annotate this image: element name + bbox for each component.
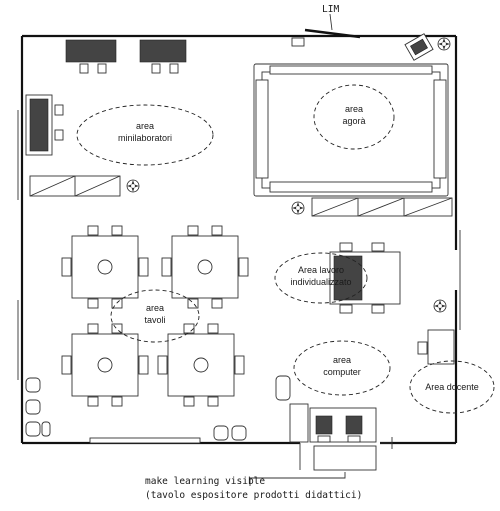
armchair [404, 33, 434, 61]
zone-lavoro-line1: Area lavoro [298, 265, 344, 275]
zone-tavoli-line2: tavoli [144, 315, 165, 325]
individual-work-desk [329, 242, 401, 314]
zone-docente: Area docente [409, 360, 495, 414]
zone-computer-line1: area [333, 355, 351, 365]
agora-seating [253, 63, 449, 197]
bins-left [25, 377, 51, 437]
shelves-left [29, 175, 140, 197]
zone-tavoli-line1: area [146, 303, 164, 313]
table-group-4 [157, 323, 245, 407]
make-visible-line2: (tavolo espositore prodotti didattici) [145, 490, 362, 501]
computer-desk [275, 375, 377, 443]
plant-icon [291, 201, 305, 215]
zone-computer-line2: computer [323, 367, 361, 377]
zone-agora-line2: agorà [342, 116, 365, 126]
table-group-2 [161, 225, 249, 309]
zone-lavoro-individualizzato: Area lavoro individualizzato [274, 252, 368, 304]
bottom-bench [89, 425, 247, 444]
display-table: make learning visible (tavolo espositore… [145, 445, 377, 501]
zone-minilaboratori-line1: area [136, 121, 154, 131]
zone-docente-label: Area docente [425, 382, 479, 392]
zone-agora: area agorà [313, 84, 395, 150]
zone-tavoli: area tavoli [110, 289, 200, 343]
plant-icon [126, 179, 140, 193]
zone-minilaboratori: area minilaboratori [76, 104, 214, 166]
table-group-3 [61, 323, 149, 407]
make-visible-line1: make learning visible [145, 476, 265, 487]
table-group-1 [61, 225, 149, 309]
zone-agora-line1: area [345, 104, 363, 114]
teacher-desk [417, 299, 455, 365]
zone-computer: area computer [293, 340, 391, 396]
lim-board: LIM [291, 4, 361, 47]
shelves-agora [291, 197, 453, 217]
plant-icon [437, 37, 451, 51]
plant-icon [433, 299, 447, 313]
zone-lavoro-line2: individualizzato [290, 277, 351, 287]
lim-label: LIM [322, 4, 339, 15]
zone-minilaboratori-line2: minilaboratori [118, 133, 172, 143]
top-desk-group-left [65, 39, 187, 74]
left-cabinet [25, 94, 64, 156]
